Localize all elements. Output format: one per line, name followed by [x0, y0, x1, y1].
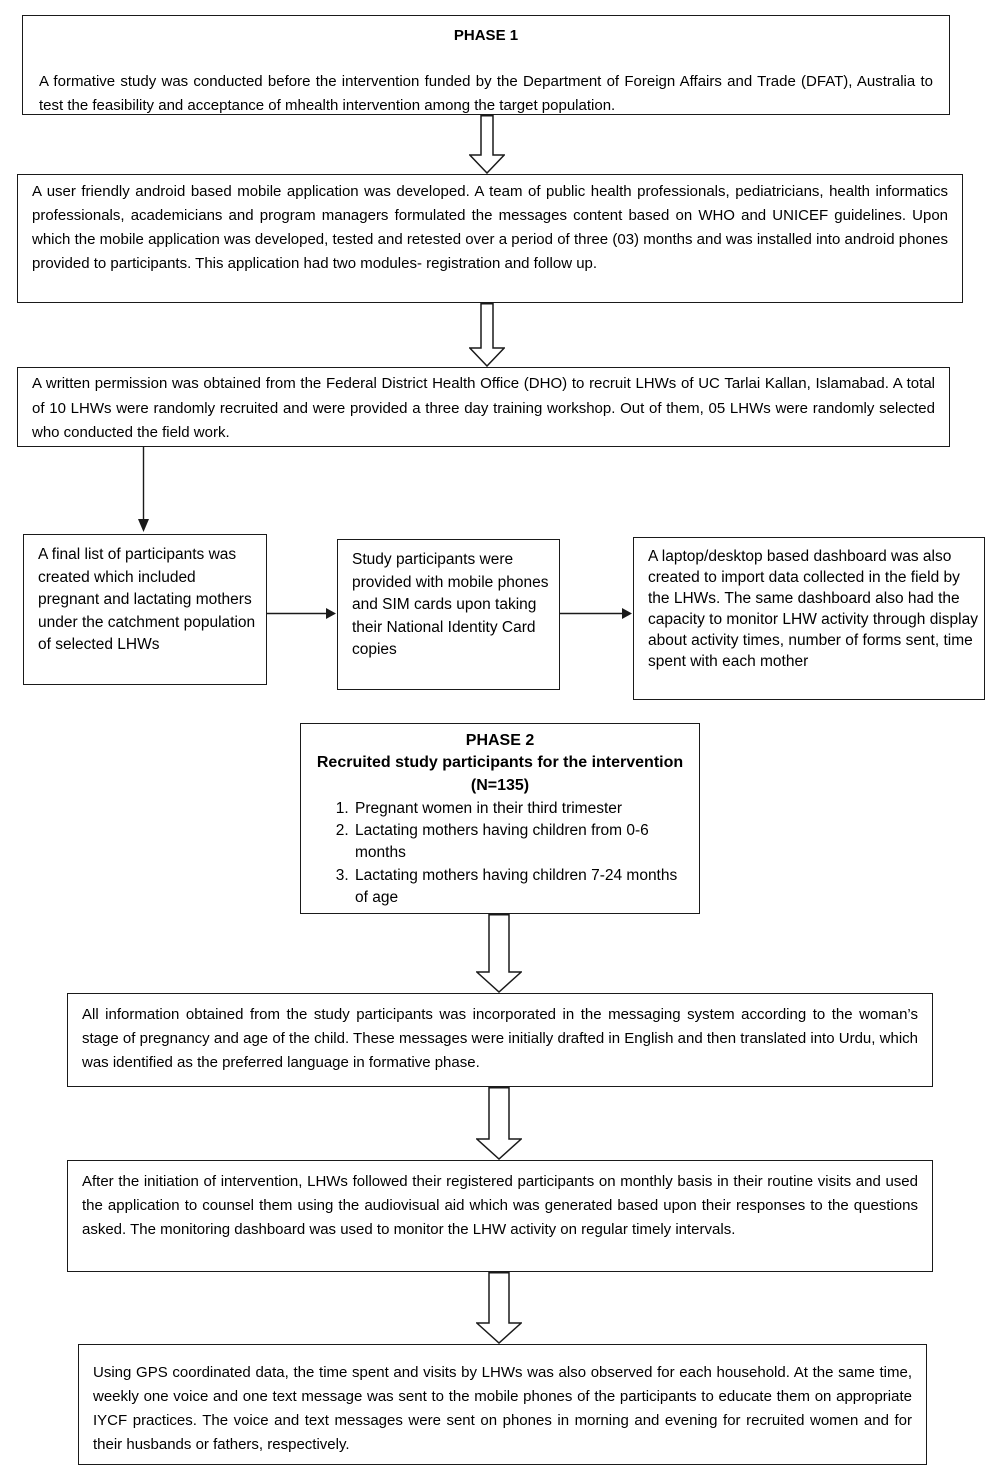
sim-provision-body: Study participants were provided with mo… — [352, 551, 549, 659]
dashboard-box: A laptop/desktop based dashboard was als… — [633, 537, 985, 700]
line-arrow-right-icon — [560, 608, 632, 619]
phase1-title: PHASE 1 — [453, 27, 519, 44]
phase2-box: PHASE 2 Recruited study participants for… — [300, 723, 700, 914]
dashboard-body: A laptop/desktop based dashboard was als… — [648, 548, 978, 670]
line-arrow-right-icon — [267, 608, 336, 619]
block-arrow-down-icon — [476, 1272, 522, 1344]
follow-up-body: After the initiation of intervention, LH… — [82, 1173, 918, 1238]
line-arrow-down-icon — [138, 447, 149, 532]
final-list-body: A final list of participants was created… — [38, 546, 256, 654]
final-list-box: A final list of participants was created… — [23, 534, 267, 685]
block-arrow-down-icon — [469, 303, 505, 367]
phase2-subtitle: Recruited study participants for the int… — [316, 754, 684, 772]
gps-monitoring-body: Using GPS coordinated data, the time spe… — [93, 1364, 912, 1453]
list-item: Lactating mothers having children from 0… — [353, 820, 689, 865]
list-item: Pregnant women in their third trimester — [353, 798, 689, 820]
phase2-participant-list: Pregnant women in their third trimester … — [311, 798, 689, 909]
app-development-box: A user friendly android based mobile app… — [17, 174, 963, 303]
permission-body: A written permission was obtained from t… — [32, 375, 935, 441]
phase2-title: PHASE 2 — [465, 732, 535, 749]
follow-up-box: After the initiation of intervention, LH… — [67, 1160, 933, 1272]
gps-monitoring-box: Using GPS coordinated data, the time spe… — [78, 1344, 927, 1465]
phase1-body: A formative study was conducted before t… — [39, 73, 933, 114]
phase2-n-label: (N=135) — [470, 776, 530, 794]
list-item: Lactating mothers having children 7-24 m… — [353, 865, 689, 910]
block-arrow-down-icon — [476, 1087, 522, 1160]
sim-provision-box: Study participants were provided with mo… — [337, 539, 560, 690]
phase1-box: PHASE 1 A formative study was conducted … — [22, 15, 950, 115]
messaging-body: All information obtained from the study … — [82, 1006, 918, 1071]
block-arrow-down-icon — [476, 914, 522, 993]
messaging-box: All information obtained from the study … — [67, 993, 933, 1087]
permission-box: A written permission was obtained from t… — [17, 367, 950, 447]
block-arrow-down-icon — [469, 115, 505, 174]
app-development-body: A user friendly android based mobile app… — [32, 183, 948, 272]
